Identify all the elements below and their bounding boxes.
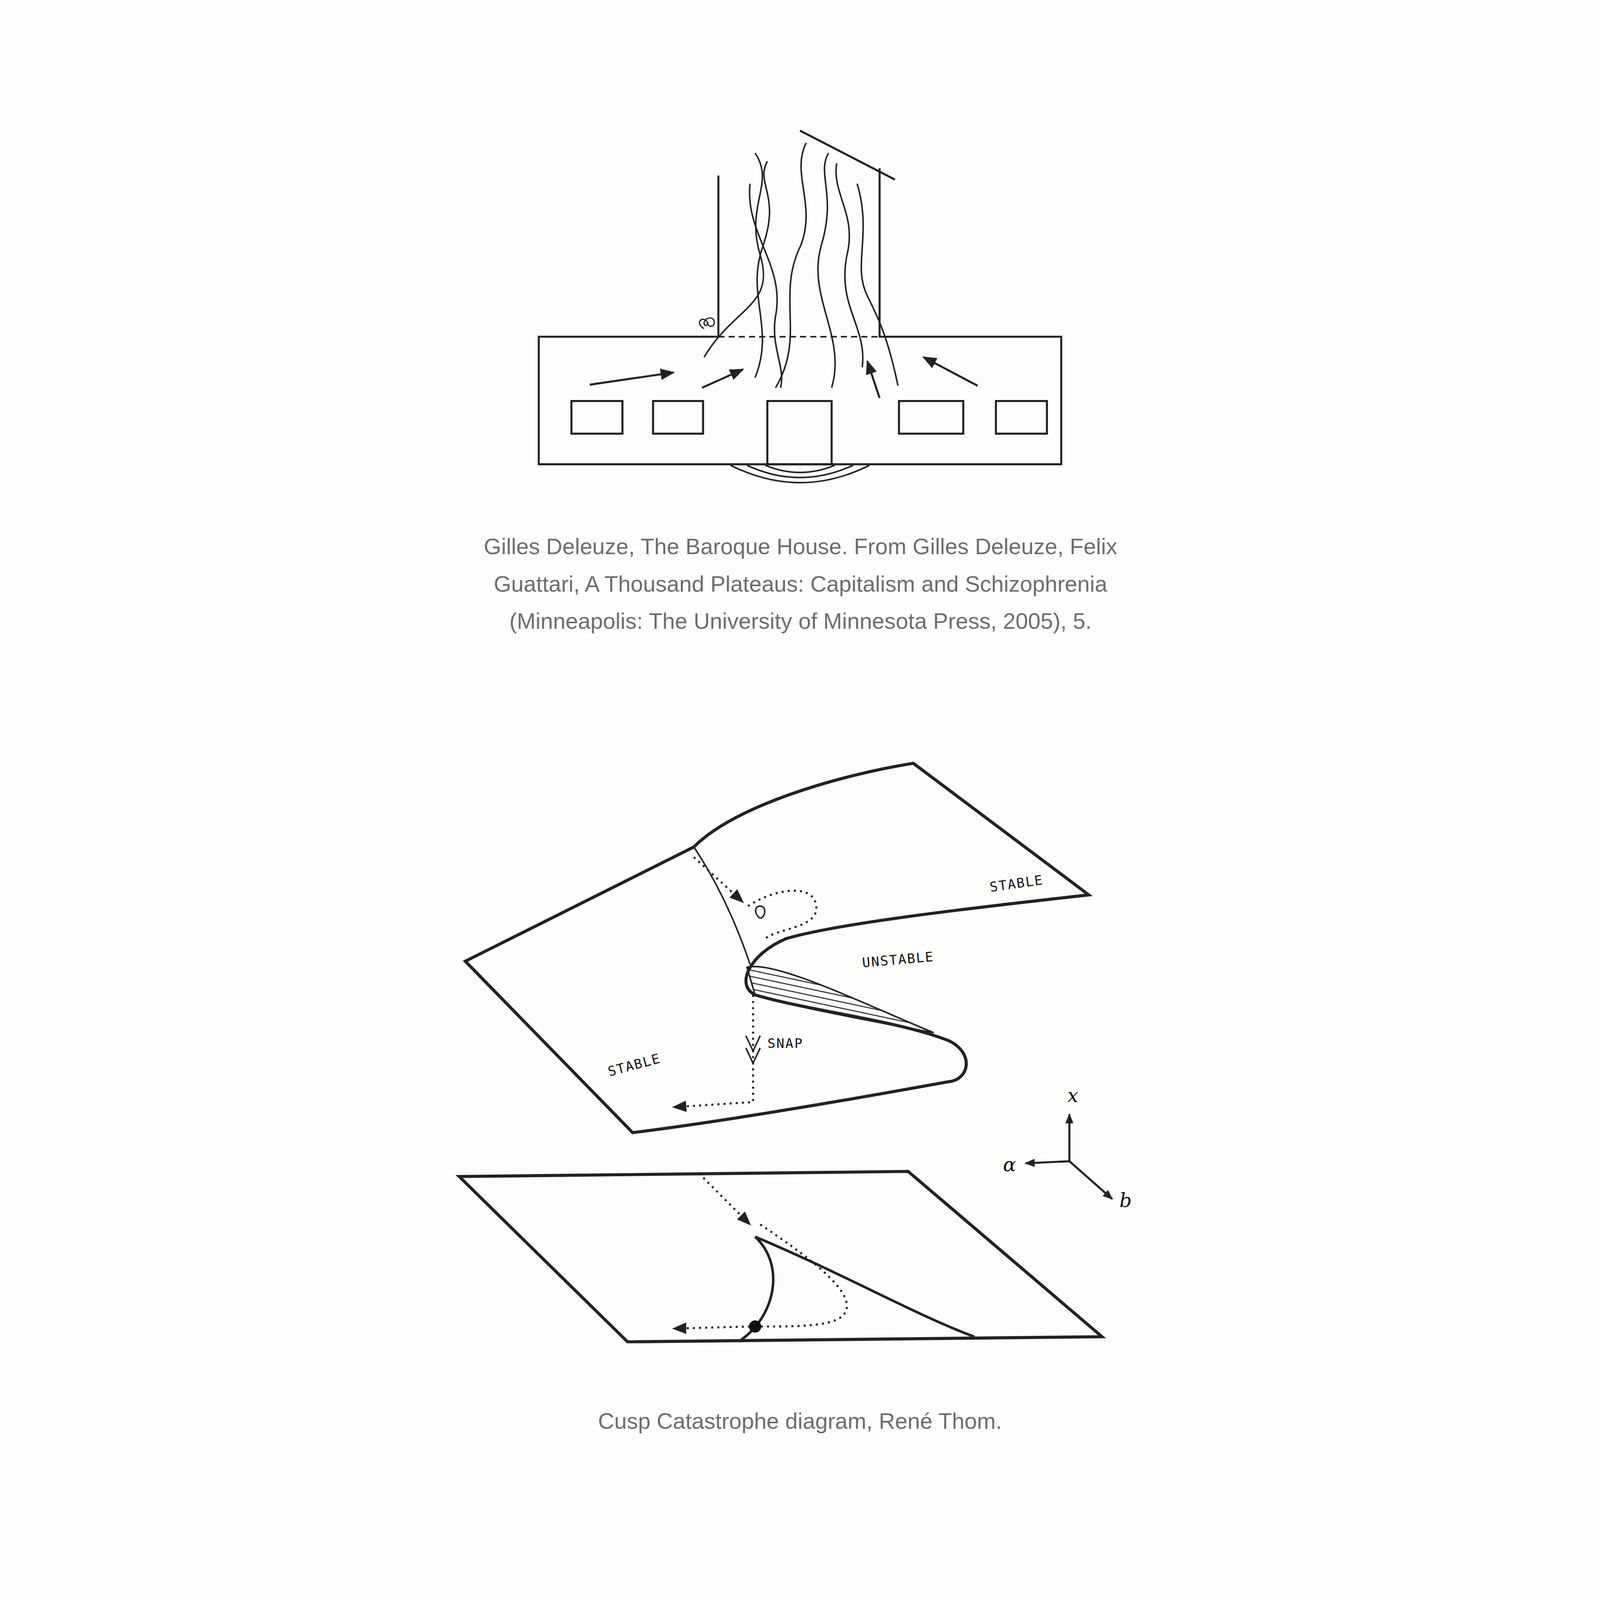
axis-label: x	[1067, 1083, 1079, 1107]
axis-label: α	[1002, 1152, 1016, 1176]
axis-label: b	[1119, 1188, 1133, 1212]
transition-label: SNAP	[767, 1035, 804, 1052]
caption-text: Gilles Deleuze, The Baroque House. From …	[471, 528, 1130, 641]
region-label: UNSTABLE	[861, 948, 935, 971]
cusp-catastrophe	[459, 763, 1113, 1343]
caption-text: Cusp Catastrophe diagram, René Thom.	[597, 1402, 1002, 1440]
baroque-house	[538, 130, 1062, 483]
